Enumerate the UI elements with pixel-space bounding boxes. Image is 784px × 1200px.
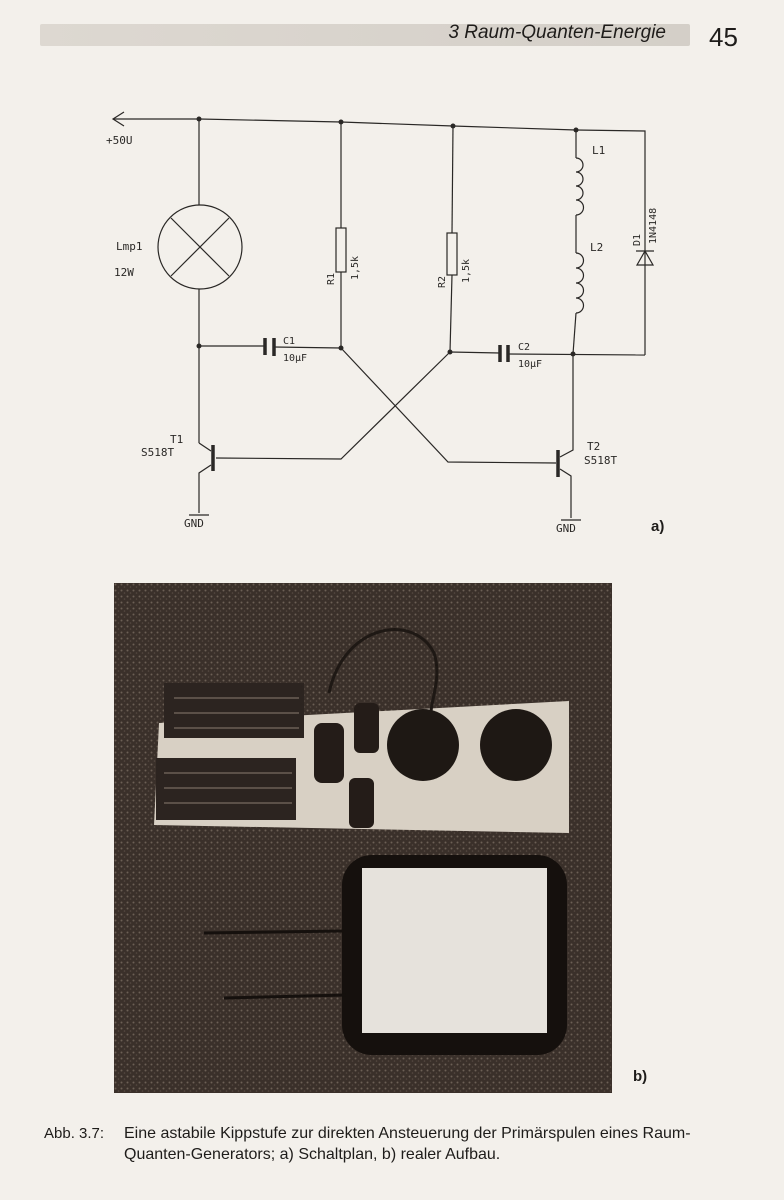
l2-label: L2 bbox=[590, 241, 603, 254]
running-head: 3 Raum-Quanten-Energie bbox=[448, 22, 666, 43]
capacitor-c1 bbox=[199, 338, 342, 356]
t1-value: S518T bbox=[141, 446, 174, 459]
t1-name: T1 bbox=[170, 433, 183, 446]
c1-name: C1 bbox=[283, 336, 295, 347]
components bbox=[314, 703, 379, 828]
panel-label-b: b) bbox=[633, 1068, 648, 1085]
c2-name: C2 bbox=[518, 342, 530, 353]
l1-label: L1 bbox=[592, 144, 605, 157]
supply-label: +50U bbox=[106, 134, 133, 147]
lamp-name: Lmp1 bbox=[116, 240, 143, 253]
r1-value: 1,5k bbox=[350, 256, 361, 280]
d1-value: 1N4148 bbox=[648, 208, 659, 244]
t2-name: T2 bbox=[587, 440, 600, 453]
lamp-symbol bbox=[157, 119, 243, 443]
gnd1-label: GND bbox=[184, 517, 204, 530]
r2-value: 1,5k bbox=[461, 259, 472, 283]
coil-right bbox=[480, 709, 552, 781]
junction-dots bbox=[196, 116, 579, 357]
resistor-r1 bbox=[335, 122, 347, 348]
gnd2-label: GND bbox=[556, 522, 576, 535]
r2-name: R2 bbox=[437, 276, 448, 288]
supply-bus bbox=[111, 111, 646, 355]
transistor-t2 bbox=[556, 354, 581, 521]
page-number: 45 bbox=[709, 22, 738, 52]
c2-value: 10µF bbox=[518, 359, 542, 370]
coil-plate bbox=[362, 868, 547, 1033]
inductor-l1-l2 bbox=[572, 130, 585, 355]
cross-coupling-wires bbox=[215, 347, 557, 464]
header-bar bbox=[40, 24, 690, 46]
resistor-r2 bbox=[446, 125, 458, 353]
d1-name: D1 bbox=[632, 234, 643, 246]
c1-value: 10µF bbox=[283, 353, 307, 364]
diode-d1 bbox=[635, 249, 655, 266]
heatsinks bbox=[156, 683, 304, 820]
panel-label-a: a) bbox=[651, 518, 665, 535]
r1-name: R1 bbox=[326, 273, 337, 285]
caption-text: Eine astabile Kippstufe zur direkten Ans… bbox=[124, 1125, 691, 1163]
transistor-t1 bbox=[189, 442, 215, 516]
device-photo bbox=[114, 583, 612, 1093]
lamp-value: 12W bbox=[114, 266, 134, 279]
heatsink-fins bbox=[164, 697, 299, 804]
caption-label: Abb. 3.7: bbox=[44, 1125, 105, 1142]
t2-value: S518T bbox=[584, 454, 617, 467]
capacitor-c2 bbox=[449, 345, 646, 362]
circuit-schematic: +50U Lmp1 12W R1 1,5k R2 1,5k C1 10µF C2… bbox=[106, 111, 659, 535]
coil-left bbox=[387, 709, 459, 781]
